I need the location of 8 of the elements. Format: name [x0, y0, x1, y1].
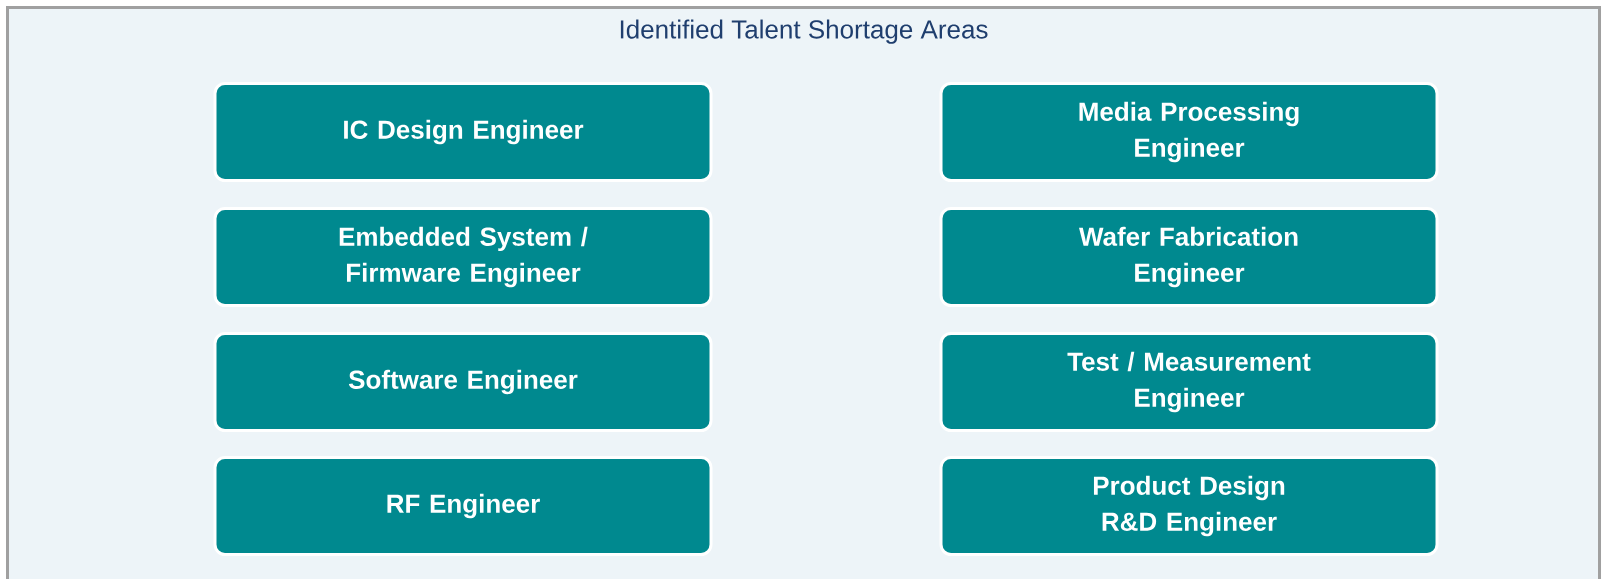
role-box: Software Engineer — [213, 332, 713, 432]
role-box: RF Engineer — [213, 456, 713, 556]
role-box: Wafer Fabrication Engineer — [939, 207, 1439, 307]
role-box: Test / Measurement Engineer — [939, 332, 1439, 432]
role-box: Product Design R&D Engineer — [939, 456, 1439, 556]
role-box: Media Processing Engineer — [939, 82, 1439, 182]
role-box: Embedded System / Firmware Engineer — [213, 207, 713, 307]
role-box: IC Design Engineer — [213, 82, 713, 182]
